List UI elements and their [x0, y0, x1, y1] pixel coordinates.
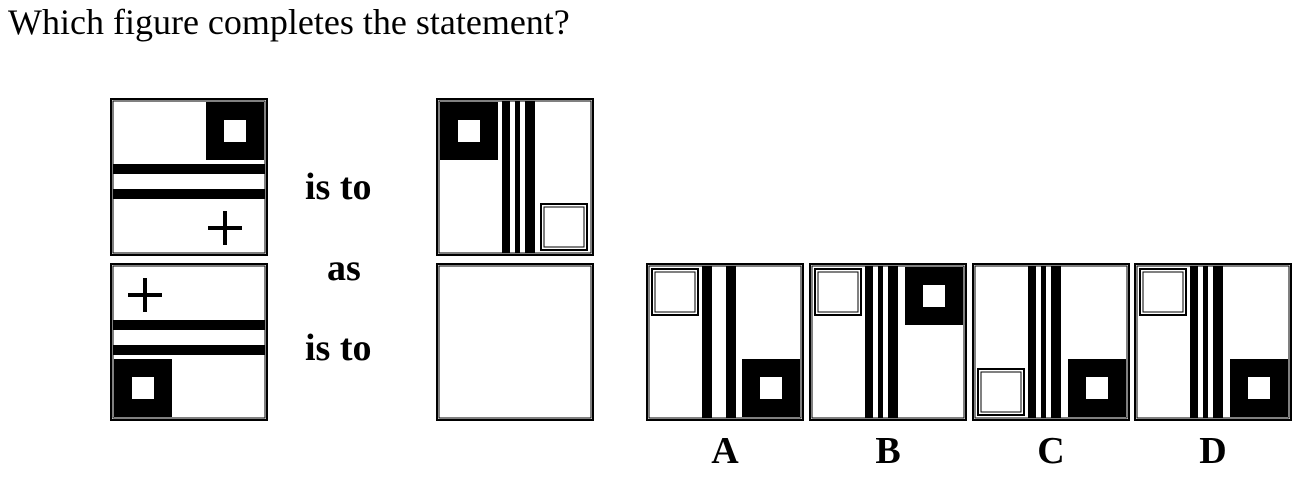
option-d-label[interactable]: D — [1199, 430, 1227, 472]
connector-is-to-1: is to — [305, 166, 372, 208]
connector-as: as — [327, 247, 361, 289]
answer-blank-figure — [436, 263, 594, 421]
option-b-label[interactable]: B — [875, 430, 901, 472]
option-a-label[interactable]: A — [711, 430, 739, 472]
question-text: Which figure completes the statement? — [8, 2, 570, 42]
option-a-figure[interactable] — [646, 263, 804, 421]
option-b-figure[interactable] — [809, 263, 967, 421]
option-d-figure[interactable] — [1134, 263, 1292, 421]
option-c-figure[interactable] — [972, 263, 1130, 421]
analogy-figure-2 — [436, 98, 594, 256]
analogy-figure-3 — [110, 263, 268, 421]
connector-is-to-2: is to — [305, 327, 372, 369]
option-c-label[interactable]: C — [1037, 430, 1065, 472]
analogy-figure-1 — [110, 98, 268, 256]
